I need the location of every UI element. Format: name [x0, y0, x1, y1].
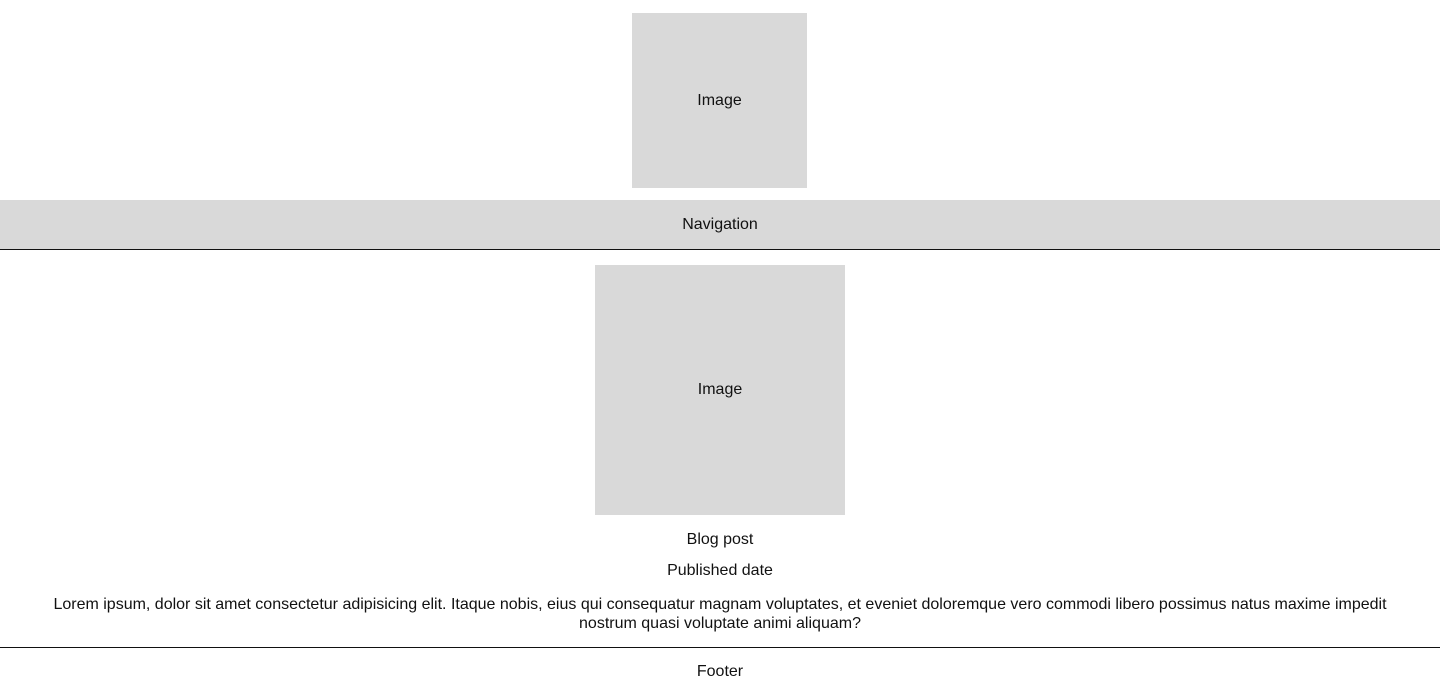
header-image-label: Image	[697, 91, 742, 109]
navigation-bar[interactable]: Navigation	[0, 200, 1440, 250]
post-body: Lorem ipsum, dolor sit amet consectetur …	[53, 596, 1387, 632]
post-image-label: Image	[697, 381, 743, 398]
navigation-label: Navigation	[682, 215, 758, 233]
footer: Footer	[0, 647, 1440, 700]
published-date: Published date	[667, 562, 773, 579]
header-image: Image	[632, 13, 807, 188]
footer-label: Footer	[696, 663, 744, 680]
post-image: Image	[595, 265, 845, 515]
post-title: Blog post	[686, 531, 754, 548]
